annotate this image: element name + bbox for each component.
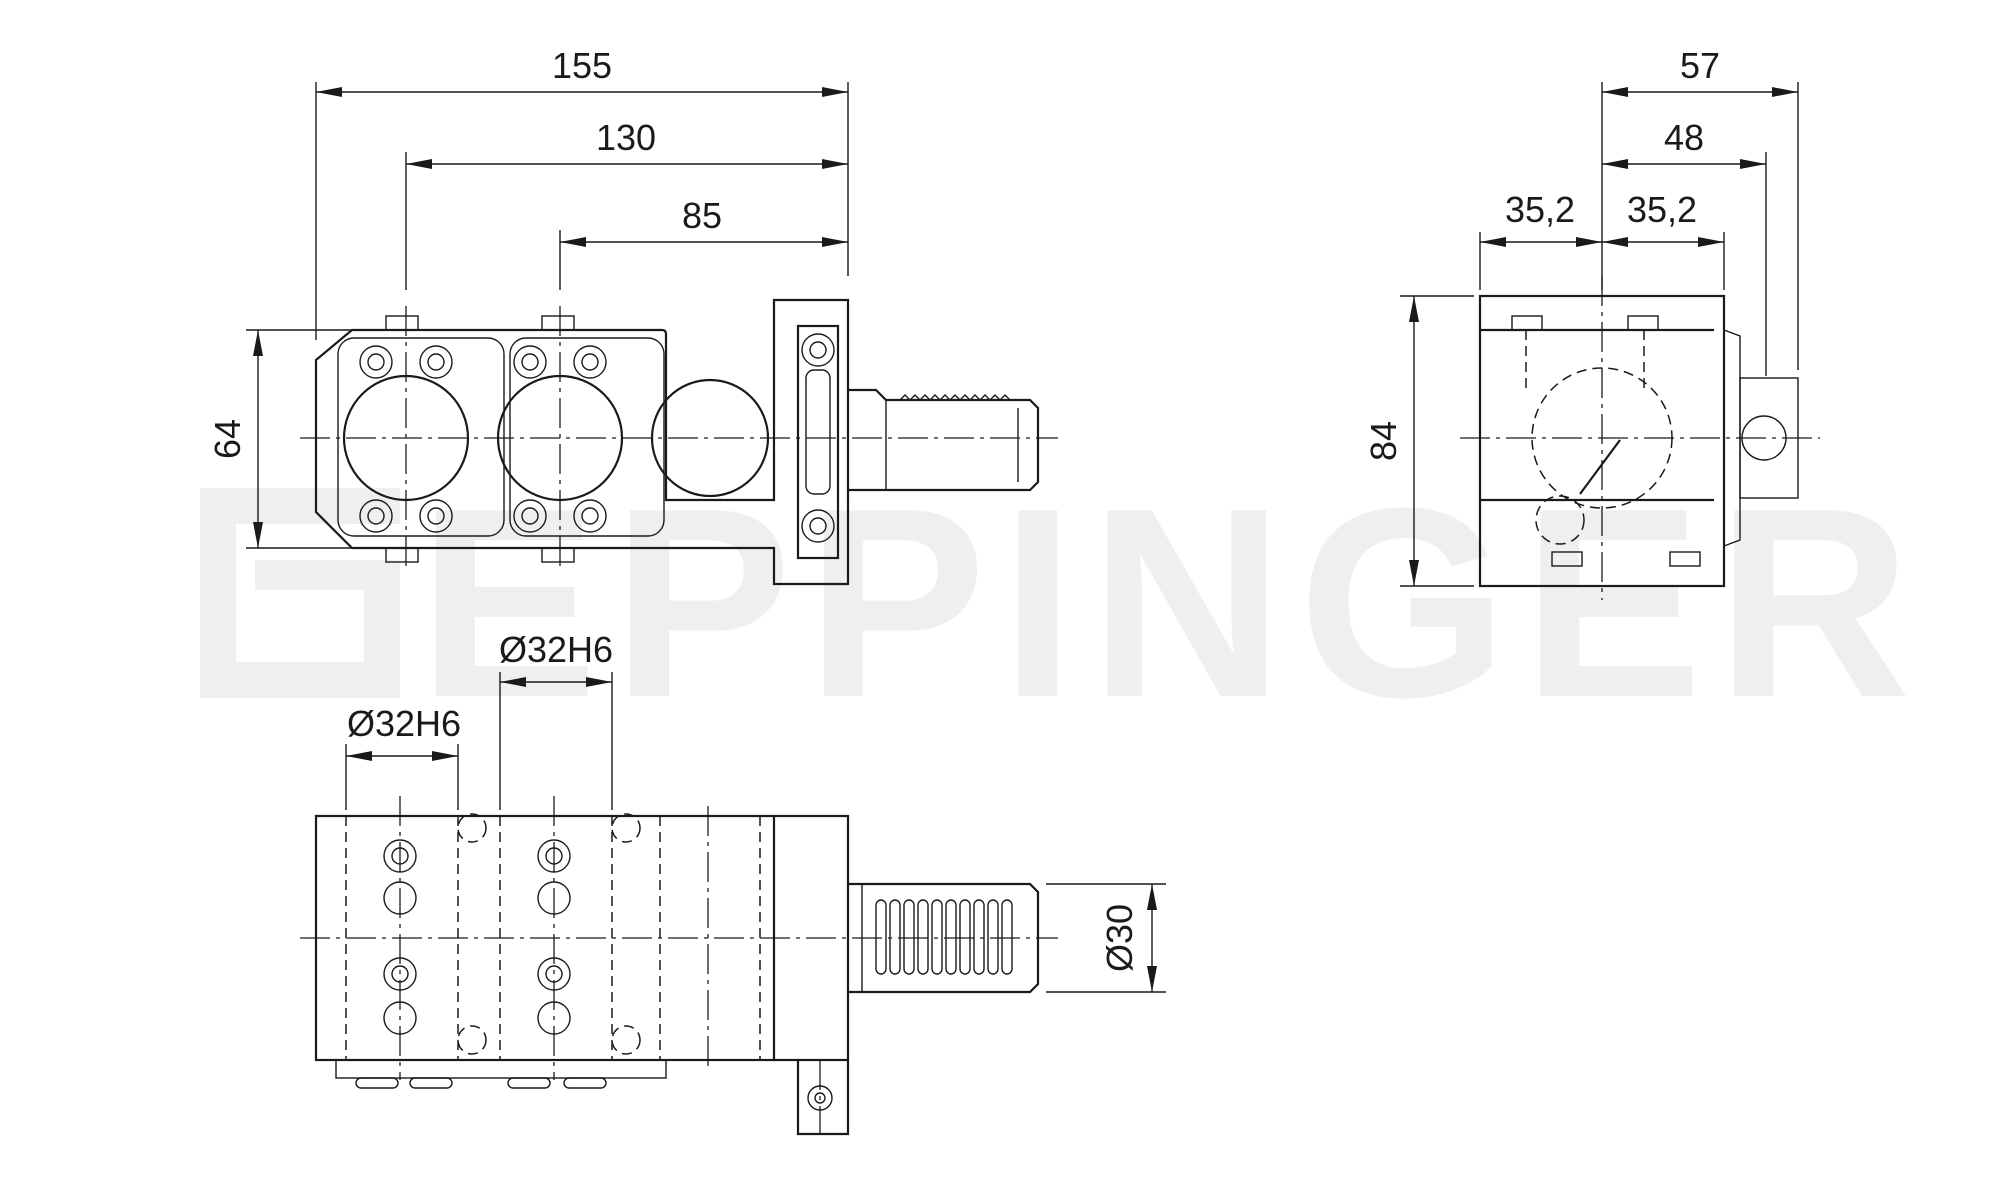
front-view-screws	[359, 333, 835, 543]
watermark: EPPINGER	[200, 453, 1925, 754]
front-view-flange-plate	[796, 324, 840, 560]
front-view-pocket-left	[337, 337, 505, 537]
dim-bore-diameter-left: Ø32H6	[347, 703, 461, 744]
top-view-screws	[383, 813, 641, 1055]
front-view-flange-slot	[805, 369, 831, 495]
dim-48: 48	[1664, 117, 1704, 158]
front-view-dimensions: 155 130 85 64	[207, 45, 849, 549]
watermark-text: EPPINGER	[418, 453, 1925, 754]
dim-85: 85	[682, 195, 722, 236]
dim-35-2-right: 35,2	[1627, 189, 1697, 230]
top-view: Ø32H6 Ø32H6 Ø30	[300, 629, 1166, 1136]
dim-bore-diameter-right: Ø32H6	[499, 629, 613, 670]
side-view-dimensions: 57 48 35,2 35,2 84	[1363, 45, 1799, 587]
front-view: 155 130 85 64	[207, 45, 1058, 586]
top-view-thread	[875, 899, 1013, 975]
side-view: 57 48 35,2 35,2 84	[1363, 45, 1820, 600]
front-view-body-outline	[314, 298, 850, 586]
front-view-pocket-right	[509, 337, 665, 537]
dim-shank-diameter: Ø30	[1099, 904, 1140, 972]
dim-84: 84	[1363, 421, 1404, 461]
watermark-logo	[200, 488, 400, 698]
dim-64: 64	[207, 419, 248, 459]
top-view-dimensions: Ø32H6 Ø32H6 Ø30	[345, 629, 1166, 993]
dim-57: 57	[1680, 45, 1720, 86]
dim-130: 130	[596, 117, 656, 158]
front-view-shank	[848, 388, 1040, 492]
dim-155: 155	[552, 45, 612, 86]
dim-35-2-left: 35,2	[1505, 189, 1575, 230]
